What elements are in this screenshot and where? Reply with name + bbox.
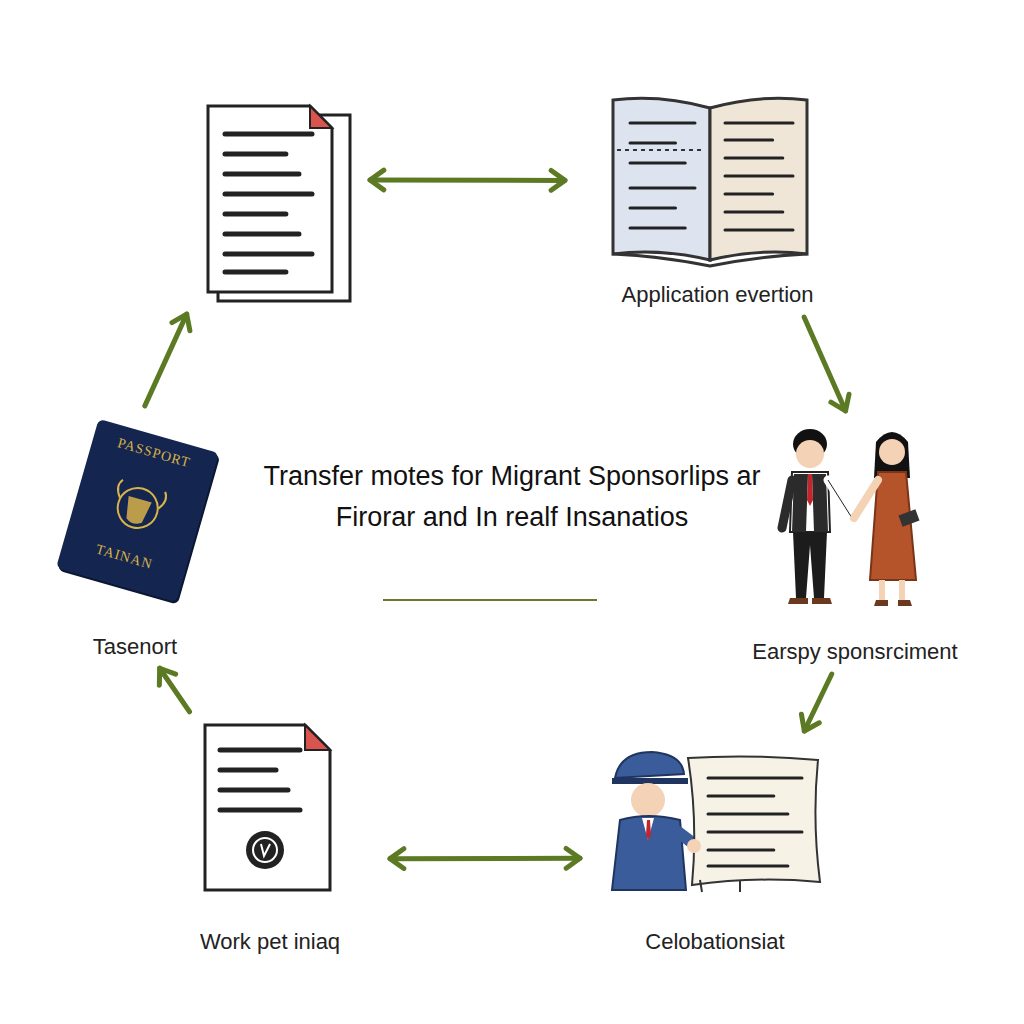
open-book-drawing — [575, 88, 860, 308]
flow-arrow — [159, 668, 189, 712]
document-icon-drawing — [180, 100, 360, 305]
arrow-shaft — [160, 668, 190, 712]
arrowhead — [551, 170, 565, 190]
flow-arrow — [390, 848, 580, 868]
officer-with-document: Celobationsiat — [590, 740, 840, 955]
sponsor-couple: Earspy sponsrciment — [720, 420, 990, 665]
arrow-shaft — [804, 317, 845, 411]
arrowhead — [390, 849, 404, 869]
arrowhead — [159, 668, 175, 685]
arrow-shaft — [390, 856, 580, 861]
arrowhead — [370, 170, 384, 190]
diagram-title: Transfer motes for Migrant Sponsorlips a… — [262, 456, 762, 538]
officer-with-document-drawing — [590, 740, 840, 955]
arrowhead — [801, 714, 819, 731]
step-label: Celobationsiat — [645, 929, 784, 955]
flow-arrow — [370, 170, 565, 190]
flow-arrow — [145, 314, 190, 406]
passport: PASSPORT TAINAN Tasenort — [40, 415, 230, 660]
passport-print: PASSPORT — [92, 428, 217, 478]
arrowhead — [831, 394, 849, 411]
step-label: Work pet iniaq — [200, 929, 340, 955]
passport-print: TAINAN — [62, 532, 187, 582]
arrow-shaft — [370, 177, 565, 182]
step-label: Earspy sponsrciment — [752, 639, 957, 665]
arrowhead — [566, 848, 580, 868]
underline — [383, 599, 597, 601]
sponsor-couple-drawing — [720, 420, 990, 665]
flow-arrow — [801, 674, 831, 731]
work-permit: Work pet iniaq — [160, 720, 380, 955]
arrow-shaft — [145, 314, 187, 406]
arrowhead — [172, 314, 190, 331]
step-label: Tasenort — [93, 634, 177, 660]
document-icon — [180, 100, 360, 305]
passport-cover: PASSPORT TAINAN — [56, 419, 219, 602]
open-book: Application evertion — [575, 88, 860, 308]
step-label: Application evertion — [621, 282, 813, 308]
work-permit-drawing — [160, 720, 380, 955]
flow-arrow — [804, 317, 849, 411]
